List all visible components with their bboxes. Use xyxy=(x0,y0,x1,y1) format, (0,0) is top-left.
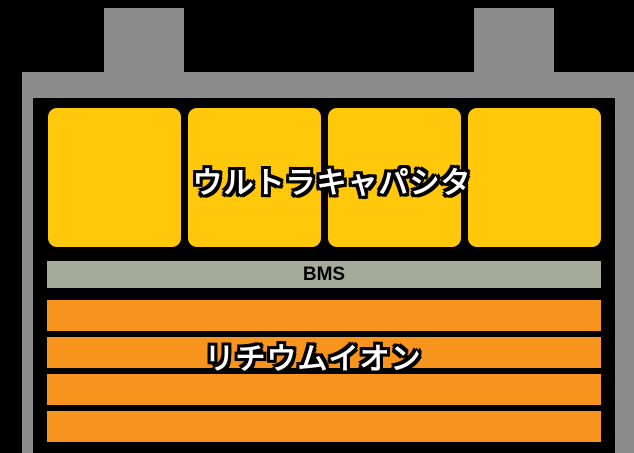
capacitor-cell xyxy=(328,108,461,247)
capacitor-cell xyxy=(48,108,181,247)
lithium-cell-strip xyxy=(47,337,601,368)
left-terminal xyxy=(104,8,184,78)
lithium-cell-strip xyxy=(47,300,601,331)
capacitor-cell xyxy=(188,108,321,247)
right-terminal xyxy=(474,8,554,78)
bms-label: BMS xyxy=(302,264,346,285)
capacitor-label: ウルトラキャパシタ xyxy=(192,166,472,201)
bms-bar xyxy=(47,261,601,288)
capacitor-cell xyxy=(468,108,601,247)
lithium-cell-strip xyxy=(47,411,601,442)
lithium-label: リチウムイオン xyxy=(204,342,422,377)
lithium-cell-strip xyxy=(47,374,601,405)
